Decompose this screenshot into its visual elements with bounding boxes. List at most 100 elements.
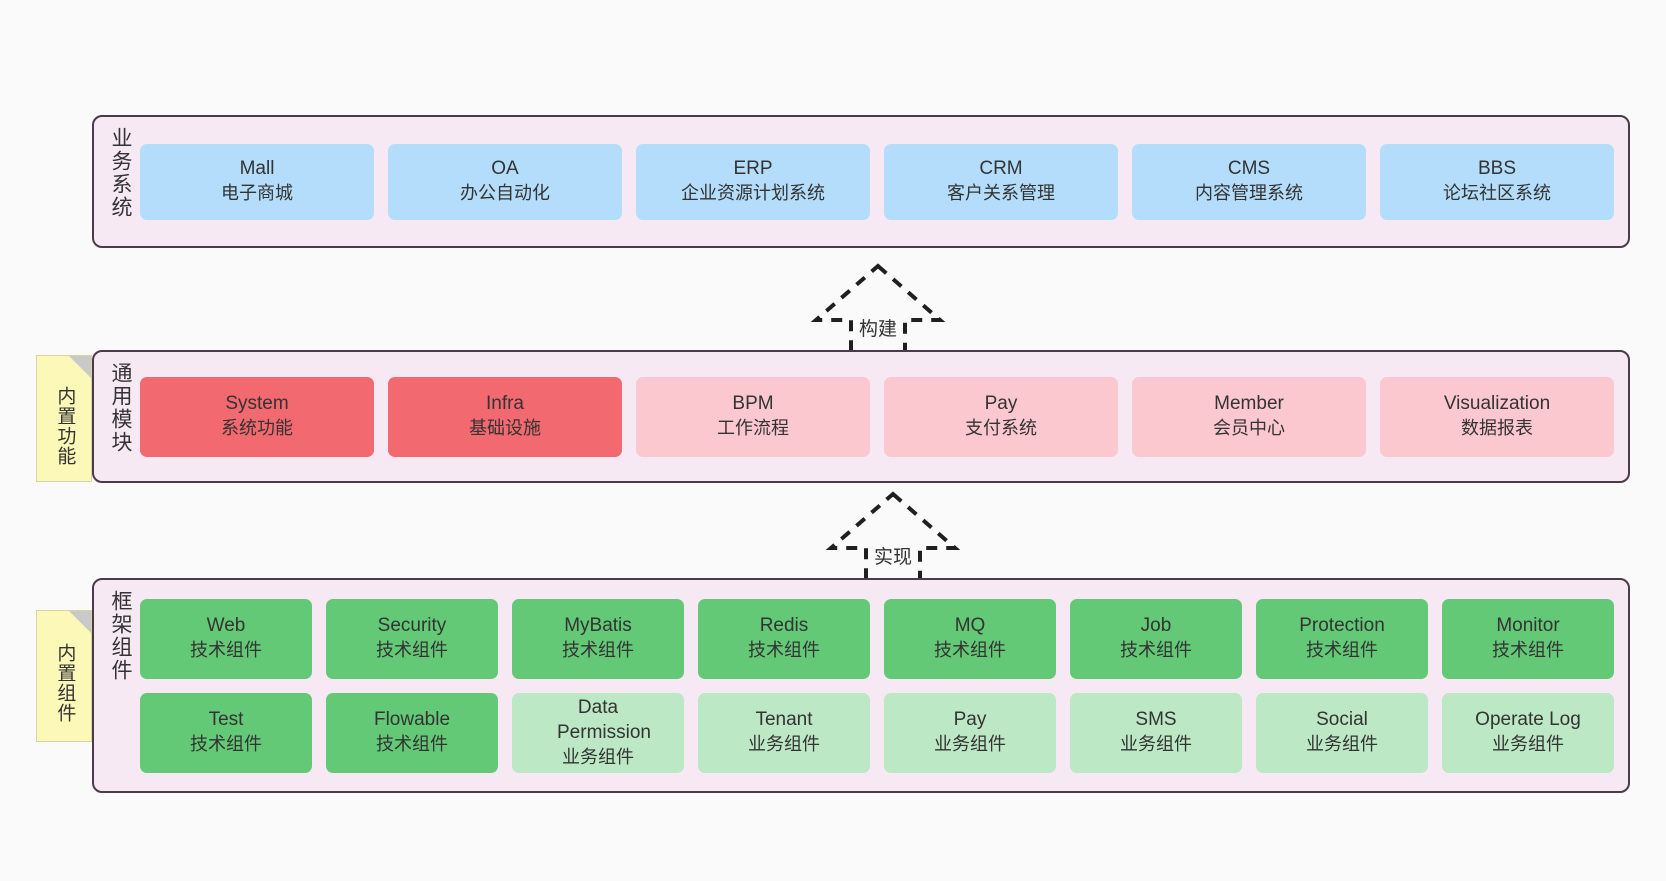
card-title: Pay bbox=[984, 393, 1018, 415]
card-subtitle: 技术组件 bbox=[1120, 640, 1192, 661]
card-erp[interactable]: ERP 企业资源计划系统 bbox=[636, 143, 870, 220]
card-cms[interactable]: CMS 内容管理系统 bbox=[1132, 143, 1366, 220]
card-title: OA bbox=[491, 158, 519, 180]
card-subtitle: 技术组件 bbox=[376, 640, 448, 661]
card-title: Flowable bbox=[373, 709, 451, 731]
arrow-build-label: 构建 bbox=[858, 319, 897, 340]
card-member[interactable]: Member 会员中心 bbox=[1132, 376, 1366, 457]
layer-body-framework-component: Web 技术组件 Security 技术组件 MyBatis 技术组件 Redi… bbox=[134, 580, 1628, 791]
card-subtitle: 技术组件 bbox=[562, 640, 634, 661]
card-title: MQ bbox=[954, 615, 986, 637]
layer-title-business-system: 业务系统 bbox=[109, 127, 132, 219]
card-mall[interactable]: Mall 电子商城 bbox=[140, 143, 374, 220]
card-pay[interactable]: Pay 支付系统 bbox=[884, 376, 1118, 457]
card-social[interactable]: Social 业务组件 bbox=[1256, 692, 1428, 773]
card-bbs[interactable]: BBS 论坛社区系统 bbox=[1380, 143, 1614, 220]
card-visualization[interactable]: Visualization 数据报表 bbox=[1380, 376, 1614, 457]
card-security[interactable]: Security 技术组件 bbox=[326, 598, 498, 679]
card-subtitle: 技术组件 bbox=[1492, 640, 1564, 661]
card-crm[interactable]: CRM 客户关系管理 bbox=[884, 143, 1118, 220]
card-subtitle: 技术组件 bbox=[376, 734, 448, 755]
card-subtitle: 论坛社区系统 bbox=[1443, 183, 1551, 204]
card-subtitle: 技术组件 bbox=[934, 640, 1006, 661]
card-subtitle: 企业资源计划系统 bbox=[681, 183, 825, 204]
card-subtitle: 内容管理系统 bbox=[1195, 183, 1303, 204]
card-title: CRM bbox=[979, 158, 1023, 180]
card-title: CMS bbox=[1227, 158, 1271, 180]
card-row: System 系统功能 Infra 基础设施 BPM 工作流程 Pay 支付系统… bbox=[140, 376, 1614, 457]
layer-business-system: 业务系统 Mall 电子商城 OA 办公自动化 ERP 企业资源计划系统 CRM… bbox=[92, 115, 1630, 248]
card-subtitle: 业务组件 bbox=[748, 734, 820, 755]
card-subtitle: 业务组件 bbox=[1492, 734, 1564, 755]
card-subtitle: 技术组件 bbox=[748, 640, 820, 661]
card-title: Visualization bbox=[1443, 393, 1551, 415]
layer-title-common-module: 通用模块 bbox=[109, 362, 132, 454]
card-title: Mall bbox=[239, 158, 275, 180]
layer-framework-component: 框架组件 Web 技术组件 Security 技术组件 MyBatis 技术组件… bbox=[92, 578, 1630, 793]
card-subtitle: 技术组件 bbox=[1306, 640, 1378, 661]
card-subtitle: 工作流程 bbox=[717, 418, 789, 439]
card-tenant[interactable]: Tenant 业务组件 bbox=[698, 692, 870, 773]
card-job[interactable]: Job 技术组件 bbox=[1070, 598, 1242, 679]
card-title: Member bbox=[1214, 393, 1284, 415]
card-title: Security bbox=[377, 615, 447, 637]
card-title: System bbox=[225, 393, 289, 415]
card-title: ERP bbox=[733, 158, 773, 180]
card-subtitle: 办公自动化 bbox=[460, 183, 550, 204]
card-subtitle: 数据报表 bbox=[1461, 418, 1533, 439]
card-title: Monitor bbox=[1496, 615, 1560, 637]
card-pay-component[interactable]: Pay 业务组件 bbox=[884, 692, 1056, 773]
layer-body-common-module: System 系统功能 Infra 基础设施 BPM 工作流程 Pay 支付系统… bbox=[134, 352, 1628, 481]
card-mybatis[interactable]: MyBatis 技术组件 bbox=[512, 598, 684, 679]
card-title: Tenant bbox=[755, 709, 813, 731]
note-label: 内置组件 bbox=[54, 643, 76, 723]
card-subtitle: 会员中心 bbox=[1213, 418, 1285, 439]
card-subtitle: 技术组件 bbox=[190, 640, 262, 661]
card-title: Protection bbox=[1299, 615, 1385, 637]
card-sms[interactable]: SMS 业务组件 bbox=[1070, 692, 1242, 773]
card-title: Social bbox=[1316, 709, 1368, 731]
card-title: SMS bbox=[1135, 709, 1177, 731]
card-title: Data Permission bbox=[557, 697, 651, 743]
card-subtitle: 业务组件 bbox=[1120, 734, 1192, 755]
arrow-implement-label: 实现 bbox=[873, 547, 912, 568]
card-title: MyBatis bbox=[564, 615, 632, 637]
card-web[interactable]: Web 技术组件 bbox=[140, 598, 312, 679]
card-oa[interactable]: OA 办公自动化 bbox=[388, 143, 622, 220]
card-subtitle: 业务组件 bbox=[562, 746, 634, 767]
card-row: Mall 电子商城 OA 办公自动化 ERP 企业资源计划系统 CRM 客户关系… bbox=[140, 143, 1614, 220]
card-subtitle: 基础设施 bbox=[469, 418, 541, 439]
card-protection[interactable]: Protection 技术组件 bbox=[1256, 598, 1428, 679]
card-mq[interactable]: MQ 技术组件 bbox=[884, 598, 1056, 679]
card-test[interactable]: Test 技术组件 bbox=[140, 692, 312, 773]
card-infra[interactable]: Infra 基础设施 bbox=[388, 376, 622, 457]
note-label: 内置功能 bbox=[54, 385, 76, 466]
card-title: Web bbox=[206, 615, 246, 637]
card-data-permission[interactable]: Data Permission 业务组件 bbox=[512, 692, 684, 773]
card-system[interactable]: System 系统功能 bbox=[140, 376, 374, 457]
card-title: Redis bbox=[759, 615, 809, 637]
card-subtitle: 技术组件 bbox=[190, 734, 262, 755]
card-subtitle: 业务组件 bbox=[934, 734, 1006, 755]
card-row: Test 技术组件 Flowable 技术组件 Data Permission … bbox=[140, 692, 1614, 773]
card-operate-log[interactable]: Operate Log 业务组件 bbox=[1442, 692, 1614, 773]
card-subtitle: 支付系统 bbox=[965, 418, 1037, 439]
card-title: Operate Log bbox=[1475, 709, 1581, 731]
card-title: Pay bbox=[953, 709, 987, 731]
layer-body-business-system: Mall 电子商城 OA 办公自动化 ERP 企业资源计划系统 CRM 客户关系… bbox=[134, 117, 1628, 246]
card-subtitle: 业务组件 bbox=[1306, 734, 1378, 755]
card-redis[interactable]: Redis 技术组件 bbox=[698, 598, 870, 679]
card-subtitle: 系统功能 bbox=[221, 418, 293, 439]
card-flowable[interactable]: Flowable 技术组件 bbox=[326, 692, 498, 773]
card-subtitle: 电子商城 bbox=[221, 183, 293, 204]
card-title: Job bbox=[1140, 615, 1172, 637]
card-subtitle: 客户关系管理 bbox=[947, 183, 1055, 204]
layer-common-module: 通用模块 System 系统功能 Infra 基础设施 BPM 工作流程 Pay… bbox=[92, 350, 1630, 483]
card-title: Infra bbox=[485, 393, 525, 415]
card-monitor[interactable]: Monitor 技术组件 bbox=[1442, 598, 1614, 679]
card-bpm[interactable]: BPM 工作流程 bbox=[636, 376, 870, 457]
card-row: Web 技术组件 Security 技术组件 MyBatis 技术组件 Redi… bbox=[140, 598, 1614, 679]
note-builtin-function: 内置功能 bbox=[36, 355, 92, 482]
card-title: BBS bbox=[1477, 158, 1517, 180]
